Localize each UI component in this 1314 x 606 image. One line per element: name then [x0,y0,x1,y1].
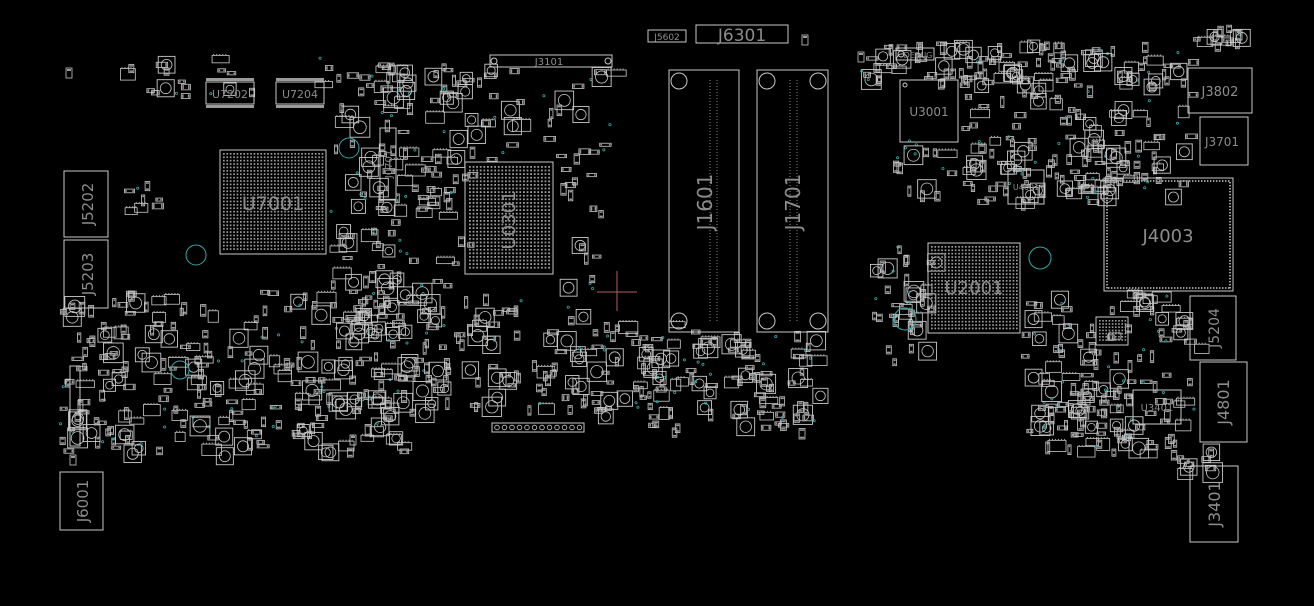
bga-small-grid [1099,320,1127,341]
label-j3701: J3701 [1204,135,1239,149]
label-j6001: J6001 [74,480,92,524]
slot-j1601[interactable]: J1601 [668,69,740,333]
label-j1701: J1701 [781,174,805,233]
connector-j3401[interactable]: J3401 [1189,465,1239,543]
label-u3001: U3001 [909,105,948,119]
crosshair-cursor [597,271,637,311]
label-j5204: J5204 [1207,308,1223,349]
connector-j3101[interactable]: J3101 [489,54,613,68]
label-u3401: U3401 [1141,403,1174,414]
label-debug: DEBUG [904,51,933,60]
label-j5203: J5203 [79,253,97,297]
chip-j4003[interactable]: J4003 [1103,177,1234,292]
label-j0701: J0701 [384,150,395,179]
chip-u7204[interactable]: U7204 [275,78,325,108]
slot-j1701[interactable]: J1701 [756,69,829,333]
chip-u0301[interactable]: U0301 [464,161,554,275]
bga-u2001-grid [931,246,1018,330]
connector-j5602[interactable]: J5602 [647,29,687,43]
label-u7202: U7202 [212,88,248,101]
mount-hole [338,137,360,159]
debug-header[interactable]: DEBUG [895,47,935,61]
label-u7001: U7001 [242,193,304,215]
chip-u4001[interactable]: U4001 [1007,169,1045,205]
flex-connector [69,365,81,447]
connector-j0701[interactable]: J0701 [379,127,397,201]
connector-j6001[interactable]: J6001 [59,471,104,531]
header-strip [491,422,585,433]
chip-u7202[interactable]: U7202 [205,78,255,108]
bga-u0301-grid [469,166,550,269]
connector-j6301[interactable]: J6301 [695,24,789,46]
label-j4003: J4003 [1141,226,1193,247]
chip-u7001[interactable]: U7001 [219,149,327,255]
chip-small-bga [1095,316,1129,346]
mount-hole [170,360,190,380]
j4003-pins [1106,180,1231,289]
label-j3101: J3101 [534,57,563,68]
component-field [59,24,1251,483]
chip-u2001[interactable]: U2001 [927,242,1021,334]
connector-j3802[interactable]: J3802 [1187,67,1253,114]
connector-j3701[interactable]: J3701 [1199,116,1249,166]
chip-u3001[interactable]: U3001 [899,79,959,143]
label-j3802: J3802 [1201,85,1239,100]
connector-j5202[interactable]: J5202 [63,170,109,238]
connector-j4801[interactable]: J4801 [1199,361,1248,443]
label-j4801: J4801 [1214,379,1233,425]
connector-j5203[interactable]: J5203 [63,239,109,309]
label-u4001: U4001 [1013,183,1039,192]
mount-hole [893,307,917,331]
label-j5602: J5602 [653,33,680,43]
mount-hole [185,244,207,266]
label-u2001: U2001 [945,278,1004,299]
bga-u7001-grid [223,153,324,250]
chip-u3401[interactable]: U3401 [1132,389,1182,425]
label-j1601: J1601 [693,174,717,233]
label-j6301: J6301 [717,26,766,46]
label-j3401: J3401 [1205,481,1224,527]
label-j5202: J5202 [79,183,97,227]
mount-hole [1028,246,1052,270]
label-u0301: U0301 [499,191,520,250]
label-u7204: U7204 [282,88,318,101]
connector-j5204[interactable]: J5204 [1189,295,1237,361]
